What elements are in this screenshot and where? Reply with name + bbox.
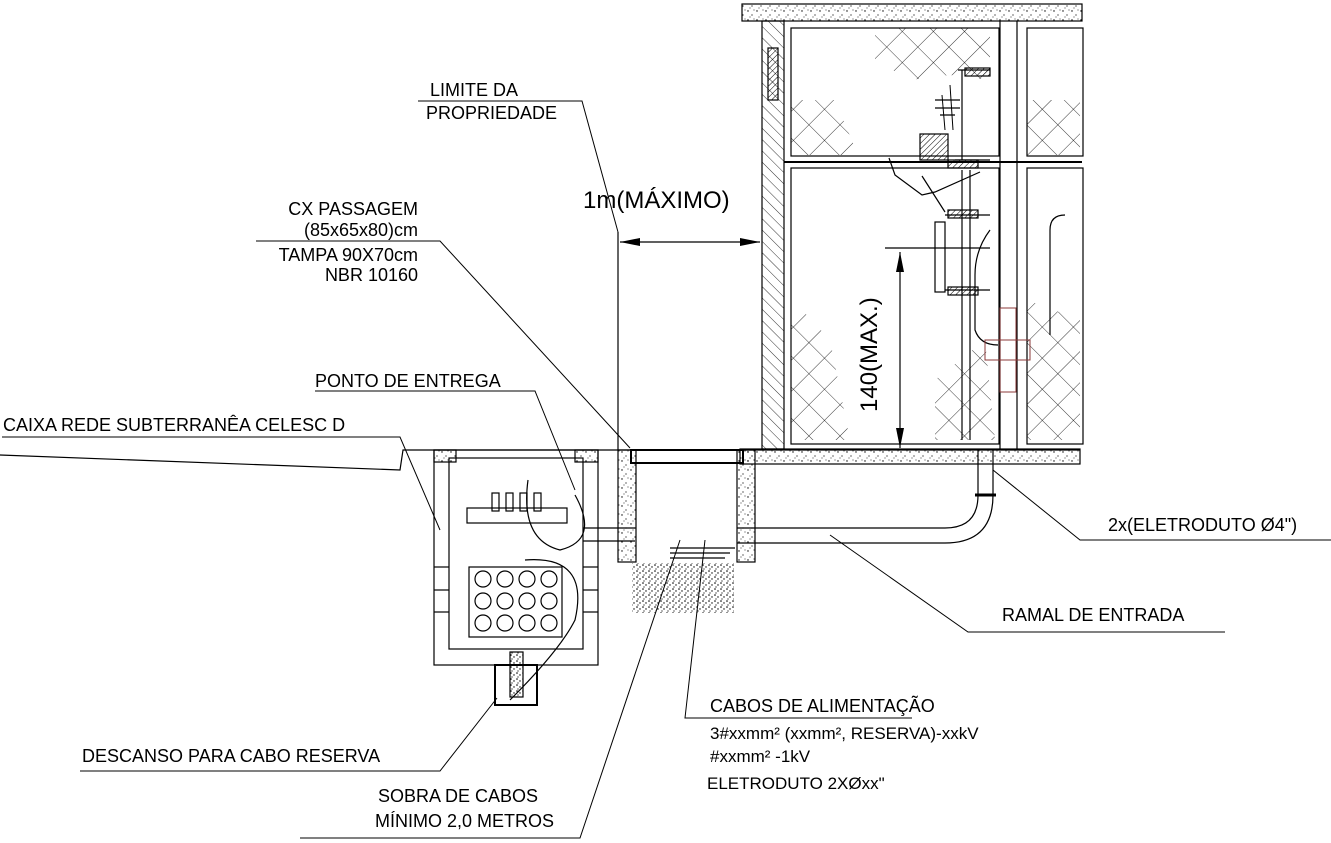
reserve-rest-label: DESCANSO PARA CABO RESERVA [82,746,381,766]
passage-box-label-line4: NBR 10160 [324,265,418,285]
passage-box-lid [630,449,744,464]
cable-grid-circles [474,570,558,632]
cable-slack-line1: SOBRA DE CABOS [378,786,539,806]
passage-box-label-line2: (85x65x80)cm [303,220,418,240]
hatch-area [791,298,850,440]
passage-box-left-wall [617,449,637,563]
equipment-frame [945,69,990,291]
delivery-point-label: PONTO DE ENTREGA [315,371,501,391]
hatch-area [791,100,858,155]
conduits-label: 2x(ELETRODUTO Ø4") [1108,515,1298,535]
supply-cables-line4: ELETRODUTO 2XØxx" [707,774,885,793]
celesc-box-outer [433,449,599,666]
conduit-to-celesc [583,527,635,542]
cable-loop [509,479,586,701]
insulators [491,492,542,512]
leader-conduits [992,469,1331,541]
wall-window [767,47,779,101]
leader-property [418,100,619,233]
leader-passage [256,240,631,449]
transformer-block [919,133,949,161]
entry-branch-label: RAMAL DE ENTRADA [1002,605,1185,625]
hatch-area [1027,300,1080,440]
cable-grid-panel [468,566,563,638]
leader-celesc [2,436,441,531]
supply-cables-title: CABOS DE ALIMENTAÇÃO [710,696,935,716]
celesc-box-label: CAIXA REDE SUBTERRANÊA CELESC D [3,415,346,435]
property-limit-label-line1: LIMITE DA [430,80,519,100]
floor-slab [739,448,1081,465]
hatch-area [935,340,995,440]
celesc-box-inner [448,457,584,650]
max-height-label: 140(MAX.) [856,297,883,412]
leader-slack [300,539,681,839]
hatch-area [875,28,990,80]
passage-box-label-line1: CX PASSAGEM [288,199,418,219]
cable-rack [466,507,568,524]
gravel-bed [632,563,734,613]
max-distance-label: 1m(MÁXIMO) [583,187,730,214]
leader-cables [684,539,912,719]
property-limit-label-line2: PROPRIEDADE [426,103,558,123]
leader-entry [829,534,1225,633]
leader-delivery [315,390,576,491]
supply-cables-line3: #xxmm² -1kV [710,747,811,766]
hatch-area [1027,100,1080,155]
roof-slab [741,3,1083,22]
passage-box-right-wall [736,449,756,563]
right-upper-compartment [1026,27,1084,157]
supply-cables-line2: 3#xxmm² (xxmm², RESERVA)-xxkV [710,724,979,743]
leader-reserve [80,697,498,772]
passage-box-label-line3: TAMPA 90X70cm [278,245,418,265]
cable-slack-line2: MÍNIMO 2,0 METROS [375,811,555,831]
red-fitting [999,307,1017,393]
